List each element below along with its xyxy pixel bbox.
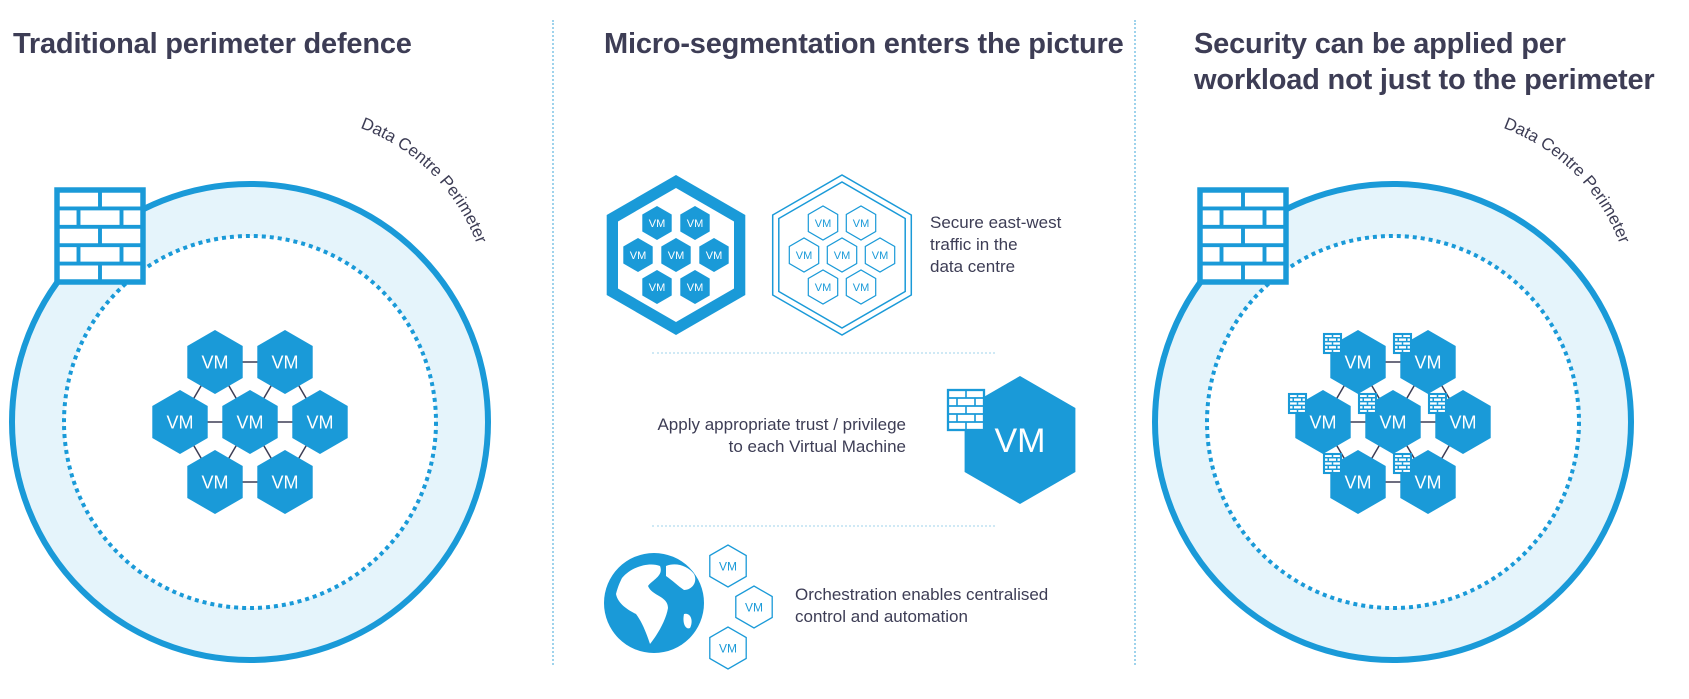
vm-label: VM [167, 412, 194, 432]
vm-node: VM [864, 237, 896, 273]
vm-node: VM [292, 390, 348, 454]
firewall-brick-icon [1427, 392, 1448, 415]
vm-node: VM [680, 206, 710, 240]
panel-micro-segmentation: Micro-segmentation enters the picture VM… [552, 0, 1134, 699]
vm-label: VM [202, 352, 229, 372]
firewall-brick-icon [1197, 187, 1289, 285]
vm-label: VM [1345, 472, 1372, 492]
micro-segmentation-diagram: VM VM VM VM VM VM VM VM VM VM VM VM VM VM VM VM VM V… [604, 174, 1076, 670]
vm-node: VM [642, 206, 672, 240]
vm-label: VM [668, 250, 685, 262]
vm-node: VM [807, 205, 839, 241]
vm-node: VM [807, 269, 839, 305]
vm-label: VM [719, 641, 737, 655]
panel-heading: Security can be applied per workload not… [1194, 28, 1655, 96]
vm-label: VM [719, 559, 737, 573]
vm-label: VM [630, 250, 647, 262]
vm-label: VM [649, 282, 666, 294]
vm-label: VM [1415, 352, 1442, 372]
row-separator [652, 352, 995, 354]
vm-label: VM [1345, 352, 1372, 372]
vm-hexagon-large [964, 376, 1076, 504]
caption-trust-privilege: Apply appropriate trust / privilege to e… [657, 415, 906, 456]
vm-label: VM [1310, 412, 1337, 432]
vm-hexagon-small: VM [735, 585, 773, 629]
vm-node: VM [1330, 450, 1386, 514]
vm-label: VM [687, 282, 704, 294]
vm-node: VM [826, 237, 858, 273]
vm-label: VM [272, 352, 299, 372]
vm-node: VM [1295, 390, 1351, 454]
panel-separator [1134, 20, 1136, 665]
vm-label: VM [834, 250, 851, 262]
panel-separator [552, 20, 554, 665]
vm-hexagon-small: VM [709, 544, 747, 588]
vm-label: VM [796, 250, 813, 262]
vm-label: VM [815, 218, 832, 230]
vm-label: VM [706, 250, 723, 262]
vm-node: VM [1400, 450, 1456, 514]
vm-label: VM [1415, 472, 1442, 492]
vm-node: VM [257, 450, 313, 514]
caption-orchestration: Orchestration enables centralised contro… [795, 585, 1049, 626]
vm-node: VM [1400, 330, 1456, 394]
panel-per-workload-security: Security can be applied per workload not… [1136, 0, 1689, 699]
firewall-brick-icon [1357, 392, 1378, 415]
firewall-brick-icon [54, 187, 146, 285]
vm-node: VM [788, 237, 820, 273]
vm-hexagon-small: VM [709, 626, 747, 670]
vm-node: VM [222, 390, 278, 454]
vm-node: VM [642, 270, 672, 304]
vm-label: VM [853, 218, 870, 230]
vm-node: VM [1330, 330, 1386, 394]
firewall-brick-icon [1392, 332, 1413, 355]
caption-east-west-traffic: Secure east-west traffic in the data cen… [930, 213, 1062, 276]
vm-node: VM [187, 330, 243, 394]
vm-node: VM [187, 450, 243, 514]
vm-label: VM [745, 600, 763, 614]
vm-label: VM [872, 250, 889, 262]
vm-label: VM [1380, 412, 1407, 432]
panel-traditional-perimeter: Traditional perimeter defence Data Centr… [0, 0, 550, 699]
panel-heading: Micro-segmentation enters the picture [604, 28, 1124, 60]
firewall-brick-icon [1392, 452, 1413, 475]
globe-icon [604, 553, 704, 653]
vm-label: VM [202, 472, 229, 492]
segmented-hexagon-filled: VM VM VM VM VM VM VM [606, 175, 746, 335]
vm-cluster-with-firewalls: VM VM VM VM VM VM VM [1287, 330, 1491, 514]
vm-cluster: VM VM VM VM VM VM VM [152, 330, 348, 514]
vm-label-large: VM [995, 422, 1046, 460]
firewall-brick-icon [1287, 392, 1308, 415]
vm-label: VM [237, 412, 264, 432]
vm-label: VM [853, 282, 870, 294]
vm-label: VM [687, 218, 704, 230]
vm-node: VM [845, 205, 877, 241]
vm-node: VM [152, 390, 208, 454]
vm-node: VM [257, 330, 313, 394]
vm-label: VM [815, 282, 832, 294]
segmented-hexagon-outlined: VM VM VM VM VM VM VM [771, 174, 913, 336]
firewall-brick-icon [1322, 452, 1343, 475]
vm-node: VM [623, 238, 653, 272]
panel-heading: Traditional perimeter defence [13, 28, 412, 60]
vm-node: VM [680, 270, 710, 304]
vm-node: VM [1365, 390, 1421, 454]
vm-label: VM [1450, 412, 1477, 432]
firewall-brick-icon [1322, 332, 1343, 355]
vm-label: VM [307, 412, 334, 432]
vm-label: VM [272, 472, 299, 492]
vm-label: VM [649, 218, 666, 230]
vm-node: VM [661, 238, 691, 272]
vm-node: VM [699, 238, 729, 272]
vm-node: VM [845, 269, 877, 305]
row-separator [652, 525, 995, 527]
vm-node: VM [1435, 390, 1491, 454]
firewall-brick-icon [946, 388, 986, 432]
